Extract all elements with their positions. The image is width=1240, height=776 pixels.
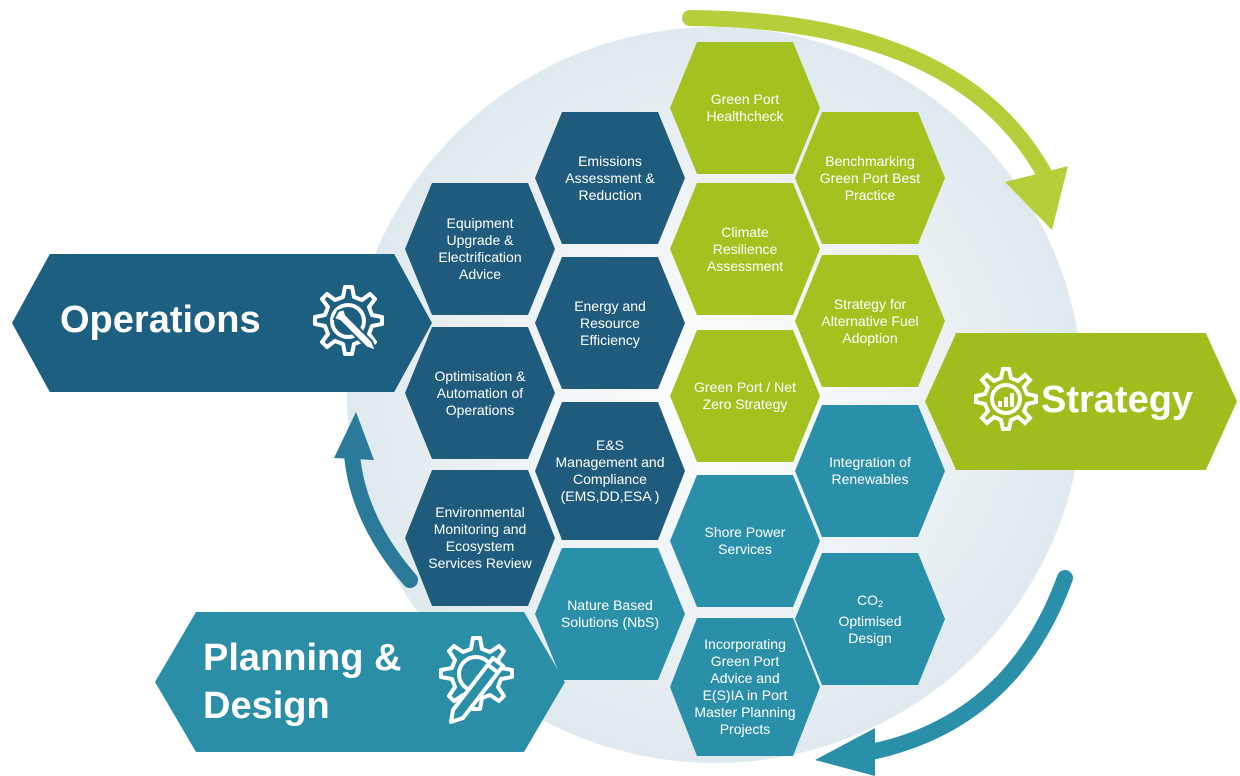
gear-pencil-icon	[423, 630, 523, 742]
hex-benchmarking: Benchmarking Green Port Best Practice	[795, 112, 945, 244]
co2-subscript: 2	[877, 598, 883, 609]
hex-green-port-healthcheck: Green Port Healthcheck	[670, 42, 820, 174]
operations-label: Operations	[60, 299, 261, 341]
hex-label: Equipment Upgrade & Electrification Advi…	[438, 215, 522, 282]
hex-label: Optimisation & Automation of Operations	[434, 367, 526, 418]
gear-chart-icon	[965, 363, 1041, 449]
hex-equipment-upgrade: Equipment Upgrade & Electrification Advi…	[405, 183, 555, 315]
hex-label: Benchmarking Green Port Best Practice	[819, 152, 921, 203]
hex-shore-power: Shore Power Services	[670, 475, 820, 607]
hex-label: Climate Resilience Assessment	[706, 223, 784, 274]
operations-arrowhead	[334, 412, 374, 460]
hex-emissions: Emissions Assessment & Reduction	[535, 112, 685, 244]
hex-optimisation: Optimisation & Automation of Operations	[405, 327, 555, 459]
strategy-label: Strategy	[1041, 379, 1194, 421]
hex-energy-resource: Energy and Resource Efficiency	[535, 257, 685, 389]
hex-label: Integration of Renewables	[829, 454, 911, 487]
hex-label: Strategy for Alternative Fuel Adoption	[821, 295, 919, 346]
hex-incorporating-green-port: Incorporating Green Port Advice and E(S)…	[670, 618, 820, 756]
operations-cycle-arrow	[344, 447, 418, 588]
hex-label: Shore Power Services	[704, 524, 786, 557]
planning-arrowhead	[815, 728, 875, 776]
gear-wrench-icon	[300, 279, 390, 379]
co2-text: CO	[856, 591, 878, 608]
hex-renewables: Integration of Renewables	[795, 405, 945, 537]
hex-label: Environmental Monitoring and Ecosystem S…	[428, 504, 532, 571]
hex-climate-resilience: Climate Resilience Assessment	[670, 183, 820, 315]
hex-es-management: E&S Management and Compliance (EMS,DD,ES…	[535, 402, 685, 540]
strategy-arrowhead	[1005, 166, 1068, 230]
hex-environmental-monitoring: Environmental Monitoring and Ecosystem S…	[405, 470, 555, 606]
strategy-tab: Strategy	[925, 333, 1237, 470]
hex-label: Incorporating Green Port Advice and E(S)…	[694, 636, 796, 737]
planning-label-line1: Planning &	[203, 637, 402, 679]
hex-label: Green Port / Net Zero Strategy	[694, 379, 796, 412]
planning-label-line2: Design	[203, 685, 330, 727]
operations-tab: Operations	[12, 254, 432, 392]
co2-rest: Optimised Design	[838, 612, 902, 646]
hex-alternative-fuel: Strategy for Alternative Fuel Adoption	[795, 255, 945, 387]
hex-nature-based: Nature Based Solutions (NbS)	[535, 548, 685, 680]
hex-label: Emissions Assessment & Reduction	[565, 152, 655, 203]
hex-label: Energy and Resource Efficiency	[574, 297, 646, 348]
planning-design-tab: Planning & Design	[155, 612, 565, 752]
hex-net-zero-strategy: Green Port / Net Zero Strategy	[670, 330, 820, 462]
planning-cycle-arrow	[847, 570, 1073, 763]
hex-label: Nature Based Solutions (NbS)	[560, 597, 660, 630]
strategy-cycle-arrow	[682, 10, 1053, 183]
hex-label: E&S Management and Compliance (EMS,DD,ES…	[555, 437, 665, 504]
planning-label: Planning & Design	[203, 634, 401, 730]
hex-label: Green Port Healthcheck	[706, 91, 784, 124]
